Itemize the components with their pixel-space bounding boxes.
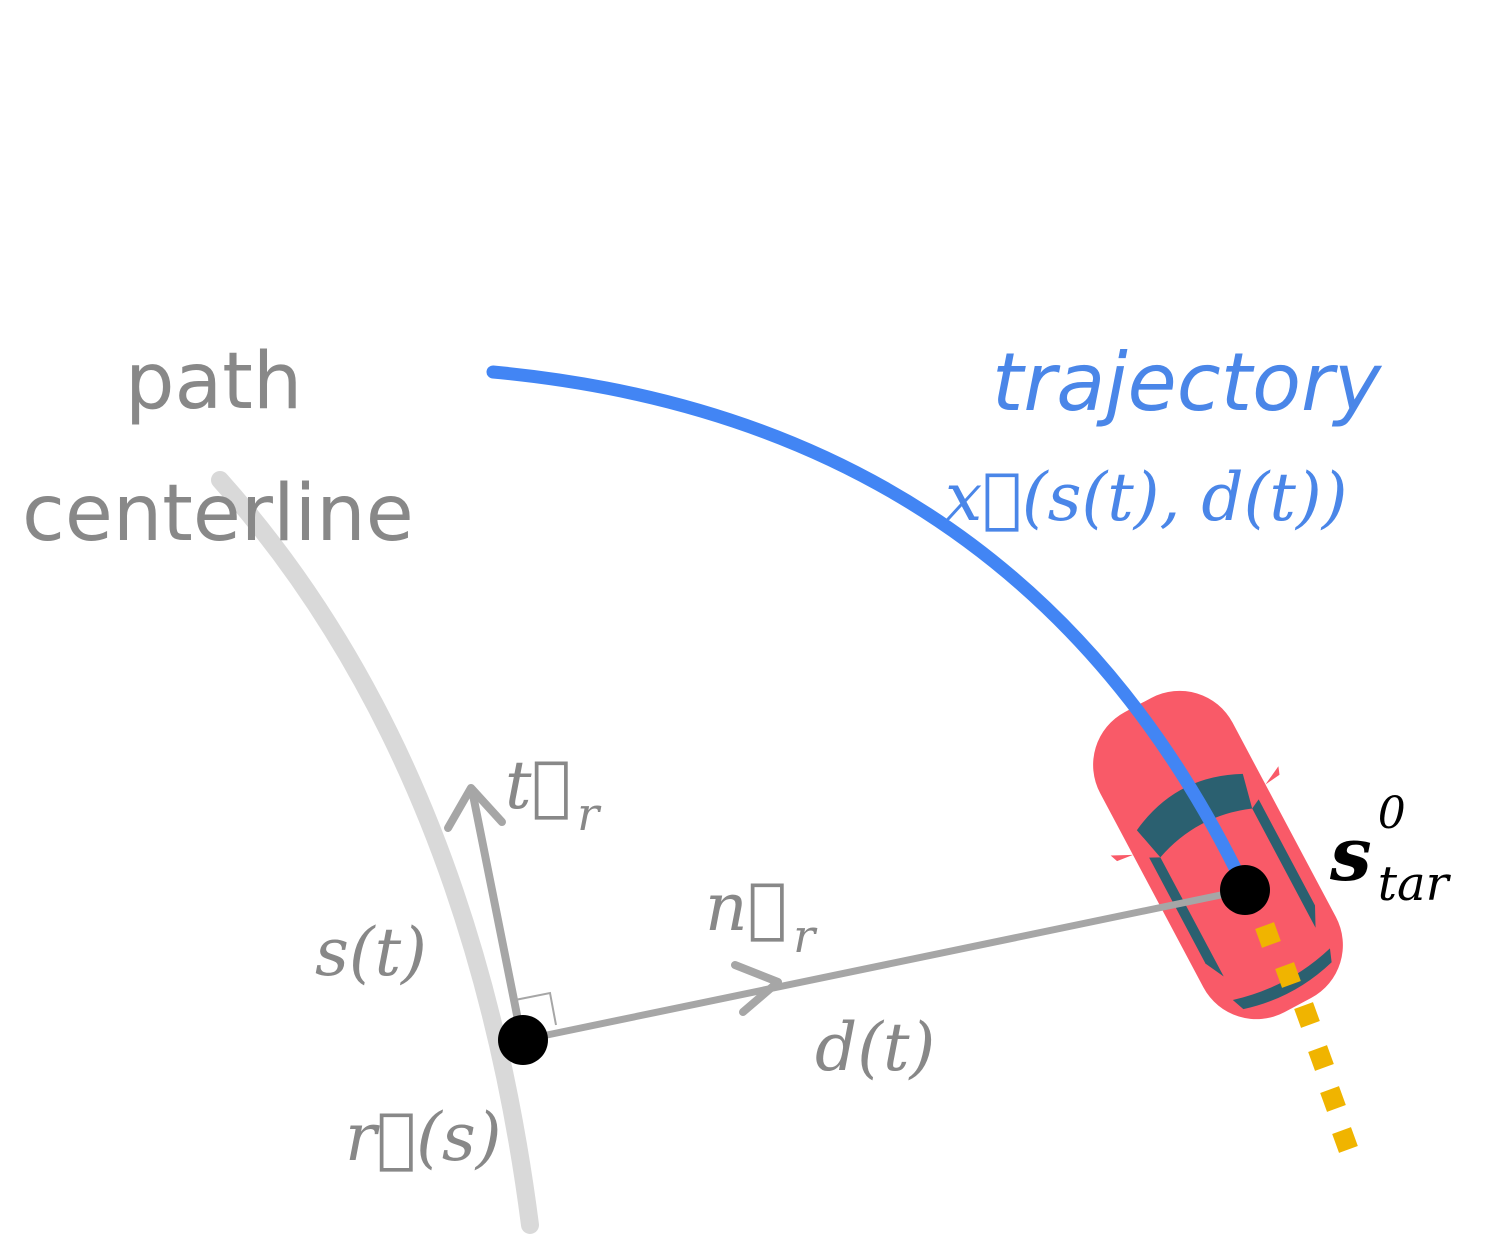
arc-length-label: s(t) bbox=[315, 914, 427, 991]
trajectory-formula: x⃗(s(t), d(t)) bbox=[945, 459, 1347, 536]
path-label: path bbox=[125, 337, 302, 427]
reference-point bbox=[498, 1015, 548, 1065]
tangent-vector bbox=[468, 789, 525, 1036]
right-angle-mark bbox=[514, 991, 557, 1026]
tangent-arrowhead bbox=[444, 784, 506, 832]
target-state-label: s bbox=[1329, 812, 1372, 898]
target-point bbox=[1220, 865, 1270, 915]
tangent-subscript: r bbox=[577, 787, 602, 841]
normal-label: n⃗ bbox=[705, 869, 787, 946]
path-centerline-curve bbox=[211, 471, 539, 1234]
trajectory-label: trajectory bbox=[992, 336, 1383, 429]
target-dotted-path-overlay bbox=[1255, 922, 1301, 988]
reference-position-label: r⃗(s) bbox=[345, 1099, 502, 1176]
target-state-subscript: tar bbox=[1378, 856, 1452, 912]
target-state-superscript: 0 bbox=[1378, 788, 1406, 839]
normal-subscript: r bbox=[793, 909, 818, 963]
car-icon bbox=[1093, 690, 1343, 1020]
lateral-offset-label: d(t) bbox=[815, 1009, 935, 1086]
trajectory-curve bbox=[486, 365, 1242, 875]
tangent-label: t⃗ bbox=[505, 747, 571, 824]
lateral-offset-line bbox=[522, 886, 1246, 1044]
normal-arrowhead bbox=[731, 961, 782, 1016]
centerline-label: centerline bbox=[22, 469, 414, 559]
